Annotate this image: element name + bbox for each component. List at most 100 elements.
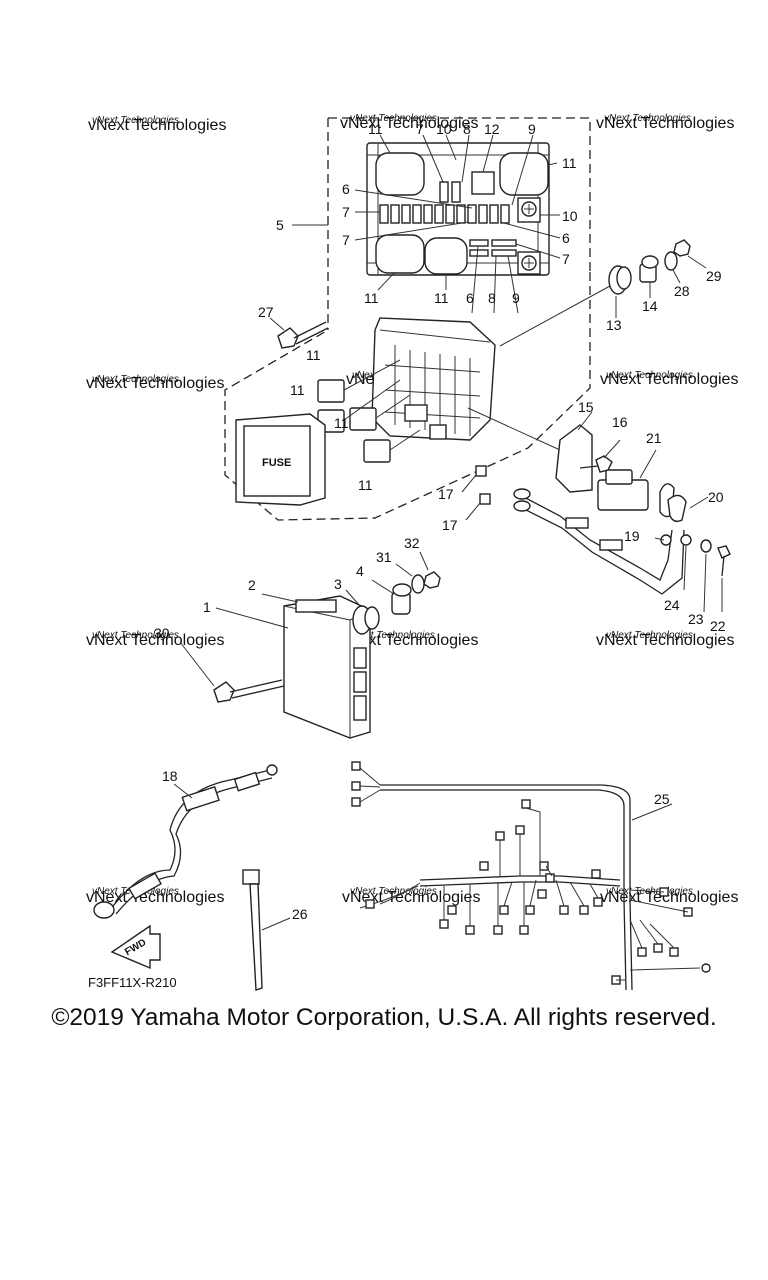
callout-10: 10 xyxy=(436,121,452,137)
leader-lines xyxy=(292,134,561,314)
callout-11: 11 xyxy=(306,347,321,363)
watermark: vNext Technologies xyxy=(606,630,693,641)
watermark: vNext Technologies xyxy=(92,374,179,385)
watermark: vNext Technologies xyxy=(606,370,693,381)
bolt xyxy=(213,681,235,703)
watermark-shadow: vNext Technologies xyxy=(600,889,738,906)
callout-8: 8 xyxy=(463,121,471,137)
bracket xyxy=(555,424,593,493)
relay-socket xyxy=(499,152,549,196)
callout-20: 20 xyxy=(708,489,724,505)
callout-6: 6 xyxy=(562,230,570,246)
callout-29: 29 xyxy=(706,268,722,284)
battery-lead-assembly xyxy=(467,407,731,613)
watermark: vNext Technologies xyxy=(92,115,179,126)
callout-7: 7 xyxy=(342,232,350,248)
callout-31: 31 xyxy=(376,549,392,565)
callout-11: 11 xyxy=(334,415,349,431)
callout-7: 7 xyxy=(416,121,424,137)
relay-socket xyxy=(375,234,425,274)
ecu-assembly xyxy=(179,551,441,739)
callout-9: 9 xyxy=(528,121,536,137)
callout-25: 25 xyxy=(654,791,670,807)
cable-boot xyxy=(181,785,220,812)
harness-branch xyxy=(419,875,621,881)
fuse-box-detail: FUSE xyxy=(224,117,591,521)
detail-outline xyxy=(224,272,591,521)
callout-8: 8 xyxy=(488,290,496,306)
callout-4: 4 xyxy=(356,563,364,579)
fwd-arrow-shape xyxy=(110,924,161,970)
copyright-notice: ©2019 Yamaha Motor Corporation, U.S.A. A… xyxy=(51,1004,717,1031)
cable xyxy=(517,493,673,581)
relay-socket xyxy=(424,237,468,275)
battery-cable xyxy=(93,764,278,919)
callout-11: 11 xyxy=(290,382,305,398)
callout-17: 17 xyxy=(442,517,458,533)
callout-11: 11 xyxy=(434,290,449,306)
detail-outline xyxy=(328,117,591,272)
callout-27: 27 xyxy=(258,304,274,320)
relay xyxy=(317,379,345,403)
watermark-shadow: vNext Technologies xyxy=(596,115,734,132)
watermark: vNext Technologies xyxy=(604,113,691,124)
fuse-cover-window xyxy=(243,425,311,497)
callout-6: 6 xyxy=(466,290,474,306)
bolt xyxy=(595,455,613,473)
watermark: vNext Technologies xyxy=(350,886,437,897)
watermark-shadow: vNext Technologies xyxy=(342,889,480,906)
harness-trunk xyxy=(380,784,633,991)
cable-tie xyxy=(242,869,291,991)
ecu xyxy=(283,595,371,739)
diagram-code: F3FF11X-R210 xyxy=(88,975,177,990)
callout-17: 17 xyxy=(438,486,454,502)
callout-7: 7 xyxy=(342,204,350,220)
watermark: vNext Technologies xyxy=(92,630,179,641)
callout-28: 28 xyxy=(674,283,690,299)
callout-14: 14 xyxy=(642,298,658,314)
cable-boot xyxy=(565,517,589,529)
callout-30: 30 xyxy=(154,625,170,641)
callout-6: 6 xyxy=(342,181,350,197)
fuse xyxy=(439,181,449,203)
callouts: 11 7 10 8 12 9 11 6 7 10 5 7 6 7 11 11 6… xyxy=(154,121,726,922)
bolt xyxy=(269,317,329,349)
ecu-connector xyxy=(353,647,367,669)
watermark-shadow: vNext Technologies xyxy=(600,371,738,388)
washer xyxy=(664,251,678,271)
terminal xyxy=(93,901,115,919)
relay xyxy=(349,407,377,431)
callout-21: 21 xyxy=(646,430,662,446)
relay-socket xyxy=(375,152,425,196)
fuse xyxy=(451,181,461,203)
callout-11: 11 xyxy=(368,121,383,137)
callout-3: 3 xyxy=(334,576,342,592)
watermark-shadow: vNext Technologies xyxy=(596,632,734,649)
callout-13: 13 xyxy=(606,317,622,333)
fuse-row xyxy=(379,204,510,224)
terminal-ring xyxy=(266,764,278,776)
callout-11: 11 xyxy=(358,477,373,493)
callout-12: 12 xyxy=(484,121,500,137)
callout-11: 11 xyxy=(562,155,577,171)
washer xyxy=(700,539,712,553)
callout-1: 1 xyxy=(203,599,211,615)
ecu-connector xyxy=(353,695,367,721)
cable-boot xyxy=(599,539,623,551)
watermark-shadow: vNext Technologies xyxy=(340,115,478,132)
fuse-holder xyxy=(471,171,495,195)
grommet-set xyxy=(499,239,707,347)
callout-10: 10 xyxy=(562,208,578,224)
cable-tie-strap xyxy=(249,883,263,991)
watermark-shadow: vNext Technologies xyxy=(86,889,224,906)
fwd-arrow: FWD xyxy=(110,924,161,970)
nut xyxy=(423,571,441,589)
fuse-box-housing xyxy=(371,317,496,441)
callout-26: 26 xyxy=(292,906,308,922)
bolt xyxy=(717,545,731,559)
callout-11: 11 xyxy=(364,290,379,306)
washer xyxy=(411,574,425,594)
watermark: vNext Technologies xyxy=(350,113,437,124)
callout-9: 9 xyxy=(512,290,520,306)
callout-2: 2 xyxy=(248,577,256,593)
